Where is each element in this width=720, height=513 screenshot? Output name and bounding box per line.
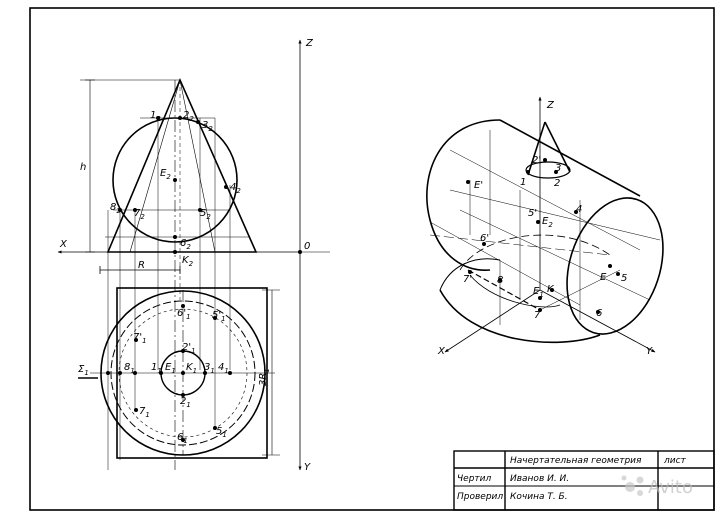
pt-4-1: 41 — [218, 362, 229, 375]
axo-pt-8: 8 — [497, 275, 503, 286]
pt-4-2: 42 — [230, 182, 241, 195]
pt-1-1: 11 — [151, 362, 162, 375]
sheet-label: лист — [663, 456, 687, 466]
pt-6p-1: 6'1 — [177, 308, 191, 321]
dim-3r1: 3R1 — [258, 368, 271, 386]
cone-outline — [106, 77, 258, 253]
x-axis-axo — [444, 289, 541, 353]
title-block-text: Начертательная геометрия лист Чертил Ива… — [457, 456, 687, 502]
watermark: Avito — [621, 475, 693, 498]
sigma-label: Σ1 — [78, 364, 89, 377]
axo-pt-e-prime: E' — [474, 180, 483, 191]
pt-e-1: E1 — [165, 362, 176, 375]
pt-k-2: K2 — [182, 255, 194, 268]
pt-8-2: 82 — [110, 202, 121, 215]
pt-8-1: 81 — [124, 362, 135, 375]
top-view-labels: Y Σ1 81 11 E1 K1 31 41 2'1 21 6'1 61 5'1… — [78, 308, 311, 473]
r-label: R — [138, 260, 145, 271]
axo-pt-2: 2 — [554, 178, 560, 189]
drawing-frame — [29, 7, 715, 511]
pt-6-1: 61 — [177, 432, 188, 445]
y-label-front: Y — [304, 462, 311, 473]
pt-6-2: 62 — [180, 238, 191, 251]
drawn-by-name: Иванов И. И. — [510, 474, 569, 484]
axo-pt-k: K — [547, 284, 555, 295]
axonometric-view — [426, 96, 664, 353]
x-label: X — [59, 239, 68, 250]
axo-pt-e1: E1 — [533, 286, 544, 299]
pt-7-1: 71 — [139, 406, 150, 419]
pt-2-2: 22 — [183, 110, 194, 123]
pt-3-2: 32 — [202, 120, 213, 133]
pt-5-1: 51 — [216, 426, 227, 439]
axo-pt-6p: 6' — [480, 233, 489, 244]
pt-1-2: 12 — [150, 110, 161, 123]
checked-by-label: Проверил — [457, 492, 503, 502]
axonometric-labels: Z X Y 1 2' 2 3 E' 5' E2 4 6' E 5 7' 8 E1… — [437, 100, 653, 357]
z-label-front: Z — [305, 38, 314, 49]
watermark-text: Avito — [648, 477, 693, 498]
checked-by-name: Кочина Т. Б. — [510, 492, 568, 502]
axo-pt-1: 1 — [520, 177, 526, 188]
axo-pt-5p: 5' — [528, 208, 537, 219]
axo-pt-4: 4 — [576, 204, 582, 215]
pt-7-2: 72 — [134, 208, 145, 221]
drawn-by-label: Чертил — [457, 474, 492, 484]
pt-5p-1: 5'1 — [212, 310, 226, 323]
pt-2p-1: 2'1 — [182, 342, 196, 355]
axo-pt-e2: E2 — [542, 216, 553, 229]
axo-pt-7: 7 — [534, 310, 541, 321]
axo-pt-6: 6 — [596, 308, 602, 319]
axo-pt-7p: 7' — [463, 274, 472, 285]
cylinder-front-end — [566, 197, 664, 335]
pt-k-1: K1 — [186, 362, 197, 375]
pt-2-1: 21 — [180, 396, 191, 409]
drawing-title: Начертательная геометрия — [510, 456, 642, 466]
pt-5-2: 52 — [200, 208, 211, 221]
z-label-axo: Z — [546, 100, 555, 111]
top-view — [78, 287, 280, 459]
pt-e-2: E2 — [160, 168, 171, 181]
axo-pt-3: 3 — [555, 163, 561, 174]
pt-7p-1: 7'1 — [133, 332, 147, 345]
origin-label: 0 — [304, 241, 310, 252]
y-label-axo: Y — [646, 346, 653, 357]
front-view-labels: Z X 0 h R 12 22 32 42 E2 82 72 52 62 K2 — [59, 38, 314, 271]
cylinder-back-end — [426, 119, 501, 271]
front-view — [57, 39, 330, 471]
x-label-axo: X — [437, 346, 446, 357]
h-label: h — [80, 162, 86, 173]
title-block — [453, 450, 715, 511]
pt-3-1: 31 — [204, 362, 215, 375]
axo-pt-5: 5 — [621, 273, 627, 284]
axo-pt-e: E — [600, 272, 607, 283]
cone-left-axo — [527, 121, 546, 176]
cone-right-axo — [544, 121, 571, 173]
axo-pt-2p: 2' — [532, 155, 541, 166]
